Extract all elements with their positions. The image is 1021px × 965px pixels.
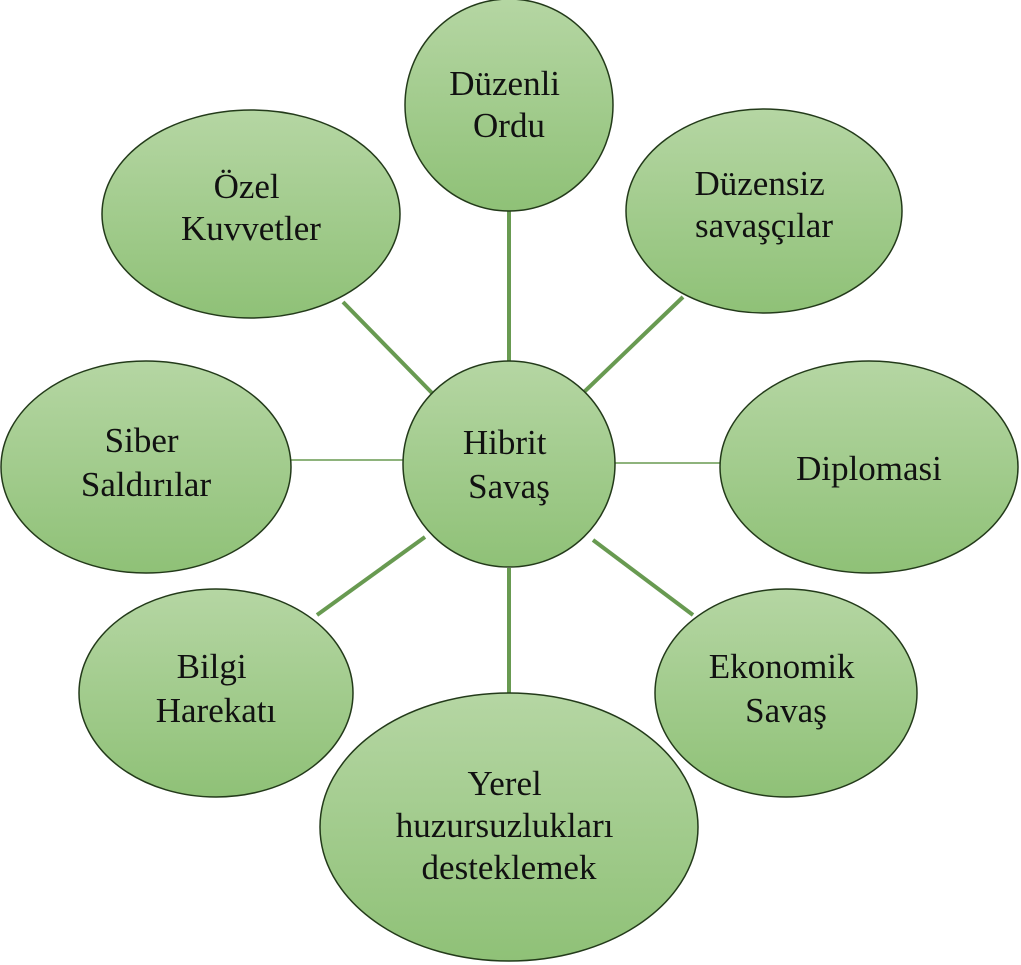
center-label: Hibrit Savaş (463, 423, 555, 506)
node-label: Yerel huzursuzlukları desteklemek (396, 764, 622, 887)
node-label: Siber Saldırılar (81, 421, 212, 504)
node-ozel-kuvvetler: Özel Kuvvetler (101, 109, 401, 319)
connector-ozel-kuvvetler (341, 300, 434, 395)
connectors (290, 211, 721, 693)
node-label: Düzensiz savaşçılar (695, 164, 834, 245)
node-ekonomik-savas: Ekonomik Savaş (654, 588, 918, 798)
connector-duzensiz-savascilar (581, 295, 685, 395)
connector-ekonomik-savas (591, 538, 695, 617)
node-duzensiz-savascilar: Düzensiz savaşçılar (625, 108, 903, 314)
node-label: Düzenli Ordu (449, 64, 569, 145)
node-center-hibrit-savas: Hibrit Savaş (402, 360, 616, 568)
connector-bilgi-harekati (315, 535, 427, 617)
node-label: Bilgi Harekatı (156, 647, 277, 730)
node-bilgi-harekati: Bilgi Harekatı (78, 588, 354, 798)
node-label: Diplomasi (796, 449, 942, 488)
node-yerel-huzursuzluklari: Yerel huzursuzlukları desteklemek (319, 692, 699, 962)
node-siber-saldirilar: Siber Saldırılar (0, 360, 292, 574)
node-diplomasi: Diplomasi (719, 360, 1019, 574)
node-label: Ekonomik Savaş (709, 647, 864, 730)
node-label: Özel Kuvvetler (181, 167, 321, 248)
node-duzenli-ordu: Düzenli Ordu (404, 0, 614, 212)
